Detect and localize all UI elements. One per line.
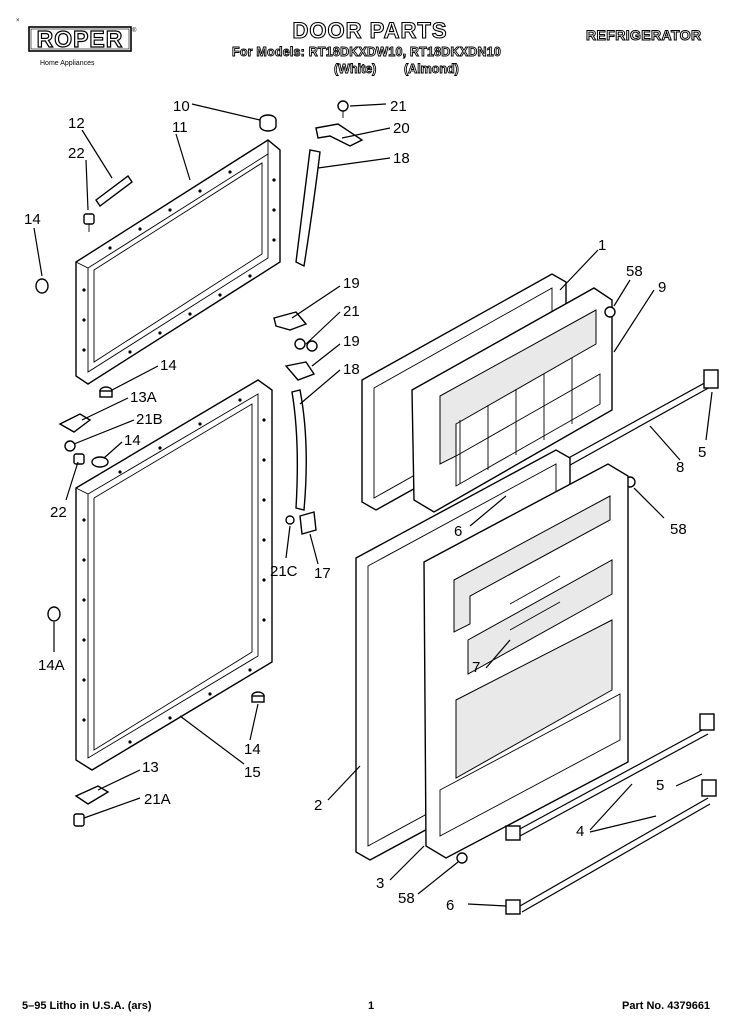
- callout-21A: 21A: [144, 791, 171, 808]
- callout-21C: 21C: [270, 563, 298, 580]
- callout-6-upper: 6: [454, 523, 462, 540]
- callout-7: 7: [472, 659, 480, 676]
- callout-22-lower: 22: [50, 504, 67, 521]
- callout-12: 12: [68, 115, 85, 132]
- registered-mark: ®: [132, 28, 137, 34]
- brand-tagline: Home Appliances: [40, 60, 95, 67]
- callout-58-lower: 58: [398, 890, 415, 907]
- callout-13A: 13A: [130, 389, 157, 406]
- callout-14-bushing: 14: [160, 357, 177, 374]
- callout-20: 20: [393, 120, 410, 137]
- part-14A-plug: [47, 606, 61, 622]
- part-10-cap: [259, 114, 277, 132]
- callout-18-lower: 18: [343, 361, 360, 378]
- callout-14A: 14A: [38, 657, 65, 674]
- callout-4: 4: [576, 823, 584, 840]
- callout-21-top: 21: [390, 98, 407, 115]
- callout-8: 8: [676, 459, 684, 476]
- part-20-top-hinge: [315, 100, 364, 147]
- part-12-plate: [95, 174, 133, 208]
- brand-logo: [28, 26, 132, 52]
- page-title: DOOR PARTS: [292, 17, 448, 43]
- variant-almond: (Almond): [404, 62, 460, 77]
- callout-58-middle: 58: [670, 521, 687, 538]
- callout-10: 10: [173, 98, 190, 115]
- freezer-door-liner-frame: [75, 139, 281, 385]
- footer-page-number: 1: [368, 1000, 375, 1012]
- callout-5-lower: 5: [656, 777, 664, 794]
- part-22-screw-top: [83, 213, 95, 232]
- callout-19-upper: 19: [343, 275, 360, 292]
- fresh-food-frame-screw-holes: [82, 398, 266, 744]
- callout-9: 9: [658, 279, 666, 296]
- callout-labels: 10 21 12 11 20 18 22 14 1 19 58 9 21 19 …: [24, 98, 706, 914]
- part-4-rod-upper: [505, 713, 715, 841]
- callout-leader-lines: [33, 103, 713, 907]
- freezer-door-inner-liner: [411, 287, 613, 513]
- callout-21B: 21B: [136, 411, 163, 428]
- callout-6-lower: 6: [446, 897, 454, 914]
- variant-white: (White): [334, 62, 377, 77]
- freezer-frame-screw-holes: [82, 170, 276, 354]
- callout-22-upper: 22: [68, 145, 85, 162]
- part-18-upper-strip: [295, 149, 321, 268]
- part-58-screw-lower: [456, 852, 468, 864]
- callout-1: 1: [598, 237, 606, 254]
- callout-11: 11: [172, 119, 188, 136]
- fresh-food-door-inner-liner: [423, 463, 629, 859]
- callout-14-left: 14: [24, 211, 41, 228]
- corner-mark: ×: [16, 18, 20, 24]
- part-14-bushing: [99, 386, 113, 398]
- part-18-lower-strip: [291, 389, 307, 511]
- part-13-bottom-bracket: [73, 785, 110, 827]
- callout-21-middle: 21: [343, 303, 360, 320]
- part-14-bushing-lower: [251, 691, 265, 703]
- callout-13: 13: [142, 759, 159, 776]
- part-58-screw-upper: [604, 306, 616, 318]
- footer-part-number: Part No. 4379661: [622, 1000, 711, 1012]
- fresh-food-door-frame: [75, 379, 273, 771]
- part-14-plug-left: [35, 278, 49, 294]
- callout-19-lower: 19: [343, 333, 360, 350]
- callout-3: 3: [376, 875, 384, 892]
- appliance-category: REFRIGERATOR: [586, 27, 702, 44]
- callout-17: 17: [314, 565, 331, 582]
- part-19-center-hinge: [273, 311, 318, 381]
- callout-58-upper: 58: [626, 263, 643, 280]
- footer-litho: 5–95 Litho in U.S.A. (ars): [22, 1000, 152, 1012]
- part-4-rod-lower: [505, 779, 717, 915]
- brand-name: ROPER: [36, 26, 124, 52]
- callout-2: 2: [314, 797, 322, 814]
- part-17-bottom-hinge: [285, 511, 317, 535]
- part-13A-bracket: [58, 413, 109, 468]
- models-line: For Models: RT18DKXDW10, RT18DKXDN10: [232, 45, 502, 60]
- callout-5-upper: 5: [698, 444, 706, 461]
- callout-15: 15: [244, 764, 261, 781]
- callout-18-upper: 18: [393, 150, 410, 167]
- callout-14-lower: 14: [244, 741, 261, 758]
- callout-14-cap: 14: [124, 432, 141, 449]
